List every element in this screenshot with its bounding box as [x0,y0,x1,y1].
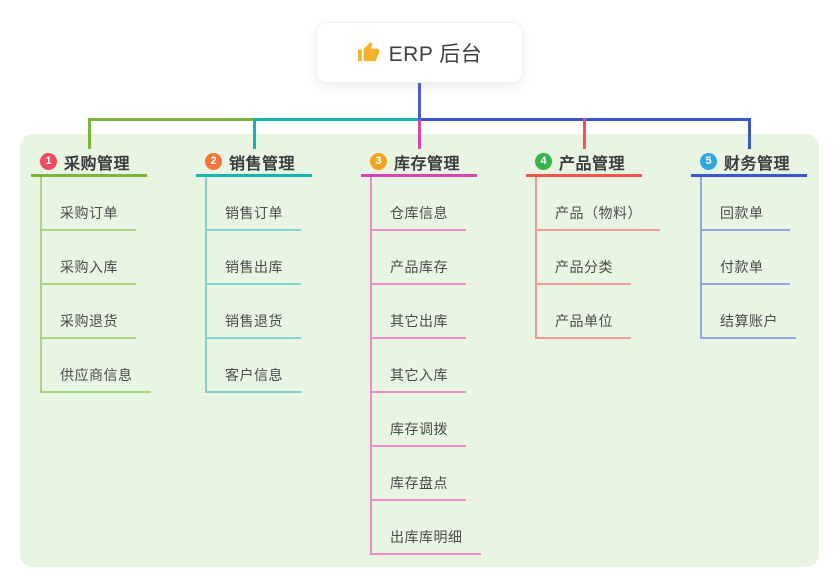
branch-label: 库存管理 [394,155,461,173]
branch-header-4[interactable]: 4 产品管理 [526,149,642,177]
child-node[interactable]: 产品单位 [537,285,631,339]
child-node[interactable]: 销售出库 [207,231,301,285]
connector-drop-branch-5 [747,118,751,149]
child-node[interactable]: 采购订单 [42,177,136,231]
branch-label: 产品管理 [559,155,626,173]
child-node[interactable]: 产品（物料） [537,177,660,231]
branch-label: 采购管理 [64,155,131,173]
connector-drop-branch-2 [252,118,256,149]
branch-4: 4 产品管理产品（物料） 产品分类产品单位 [526,149,660,339]
branch-2: 2 销售管理销售订单销售出库销售退货客户信息 [196,149,312,393]
child-node[interactable]: 其它入库 [372,339,466,393]
child-node[interactable]: 销售退货 [207,285,301,339]
child-node[interactable]: 采购退货 [42,285,136,339]
child-node[interactable]: 付款单 [702,231,790,285]
branch-number-badge: 1 [40,153,57,170]
branch-3: 3 库存管理仓库信息产品库存其它出库其它入库库存调拨库存盘点出库库明细 [361,149,481,555]
branch-header-5[interactable]: 5 财务管理 [691,149,807,177]
root-node[interactable]: ERP 后台 [316,22,523,83]
root-connector-line [417,83,421,120]
child-node-label: 产品（物料） [555,205,642,221]
child-node-label: 采购订单 [60,205,118,221]
branch-header-2[interactable]: 2 销售管理 [196,149,312,177]
child-node-label: 销售订单 [225,205,283,221]
child-node-label: 销售出库 [225,259,283,275]
branch-number-badge: 4 [535,153,552,170]
branch-children: 销售订单销售出库销售退货客户信息 [205,177,301,393]
child-node-label: 仓库信息 [390,205,448,221]
child-node[interactable]: 库存调拨 [372,393,466,447]
child-node-label: 其它入库 [390,367,448,383]
connector-drop-branch-3 [417,118,421,149]
connector-h-branch-2 [254,118,419,121]
child-node-label: 付款单 [720,259,764,275]
branch-children: 仓库信息产品库存其它出库其它入库库存调拨库存盘点出库库明细 [370,177,481,555]
child-node[interactable]: 库存盘点 [372,447,466,501]
child-node[interactable]: 仓库信息 [372,177,466,231]
child-node[interactable]: 出库库明细 [372,501,481,555]
child-node[interactable]: 回款单 [702,177,790,231]
child-node-label: 回款单 [720,205,764,221]
branch-label: 财务管理 [724,155,791,173]
branch-children: 采购订单采购入库采购退货供应商信息 [40,177,151,393]
child-node[interactable]: 其它出库 [372,285,466,339]
child-node-label: 产品库存 [390,259,448,275]
child-node[interactable]: 产品库存 [372,231,466,285]
branch-1: 1 采购管理采购订单采购入库采购退货供应商信息 [31,149,151,393]
child-node[interactable]: 产品分类 [537,231,631,285]
child-node[interactable]: 结算账户 [702,285,796,339]
child-node-label: 库存盘点 [390,475,448,491]
branch-number-badge: 5 [700,153,717,170]
child-node-label: 销售退货 [225,313,283,329]
branch-children: 产品（物料） 产品分类产品单位 [535,177,660,339]
thumbs-up-icon [357,41,379,62]
branch-header-1[interactable]: 1 采购管理 [31,149,147,177]
connector-h-branch-1 [87,118,253,121]
child-node[interactable]: 供应商信息 [42,339,151,393]
connector-drop-branch-1 [87,118,91,149]
branch-number-badge: 2 [205,153,222,170]
branch-5: 5 财务管理回款单付款单结算账户 [691,149,807,339]
child-node-label: 客户信息 [225,367,283,383]
child-node-label: 库存调拨 [390,421,448,437]
child-node-label: 其它出库 [390,313,448,329]
child-node-label: 出库库明细 [390,529,463,545]
child-node-label: 采购退货 [60,313,118,329]
branch-children: 回款单付款单结算账户 [700,177,796,339]
child-node-label: 采购入库 [60,259,118,275]
child-node-label: 产品单位 [555,313,613,329]
branch-number-badge: 3 [370,153,387,170]
branch-label: 销售管理 [229,155,296,173]
branches-panel [20,134,819,567]
child-node[interactable]: 采购入库 [42,231,136,285]
connector-drop-branch-4 [582,118,586,149]
child-node-label: 产品分类 [555,259,613,275]
child-node-label: 结算账户 [720,313,778,329]
child-node-label: 供应商信息 [60,367,133,383]
branch-header-3[interactable]: 3 库存管理 [361,149,477,177]
child-node[interactable]: 客户信息 [207,339,301,393]
root-node-title: ERP 后台 [388,42,483,66]
child-node[interactable]: 销售订单 [207,177,301,231]
